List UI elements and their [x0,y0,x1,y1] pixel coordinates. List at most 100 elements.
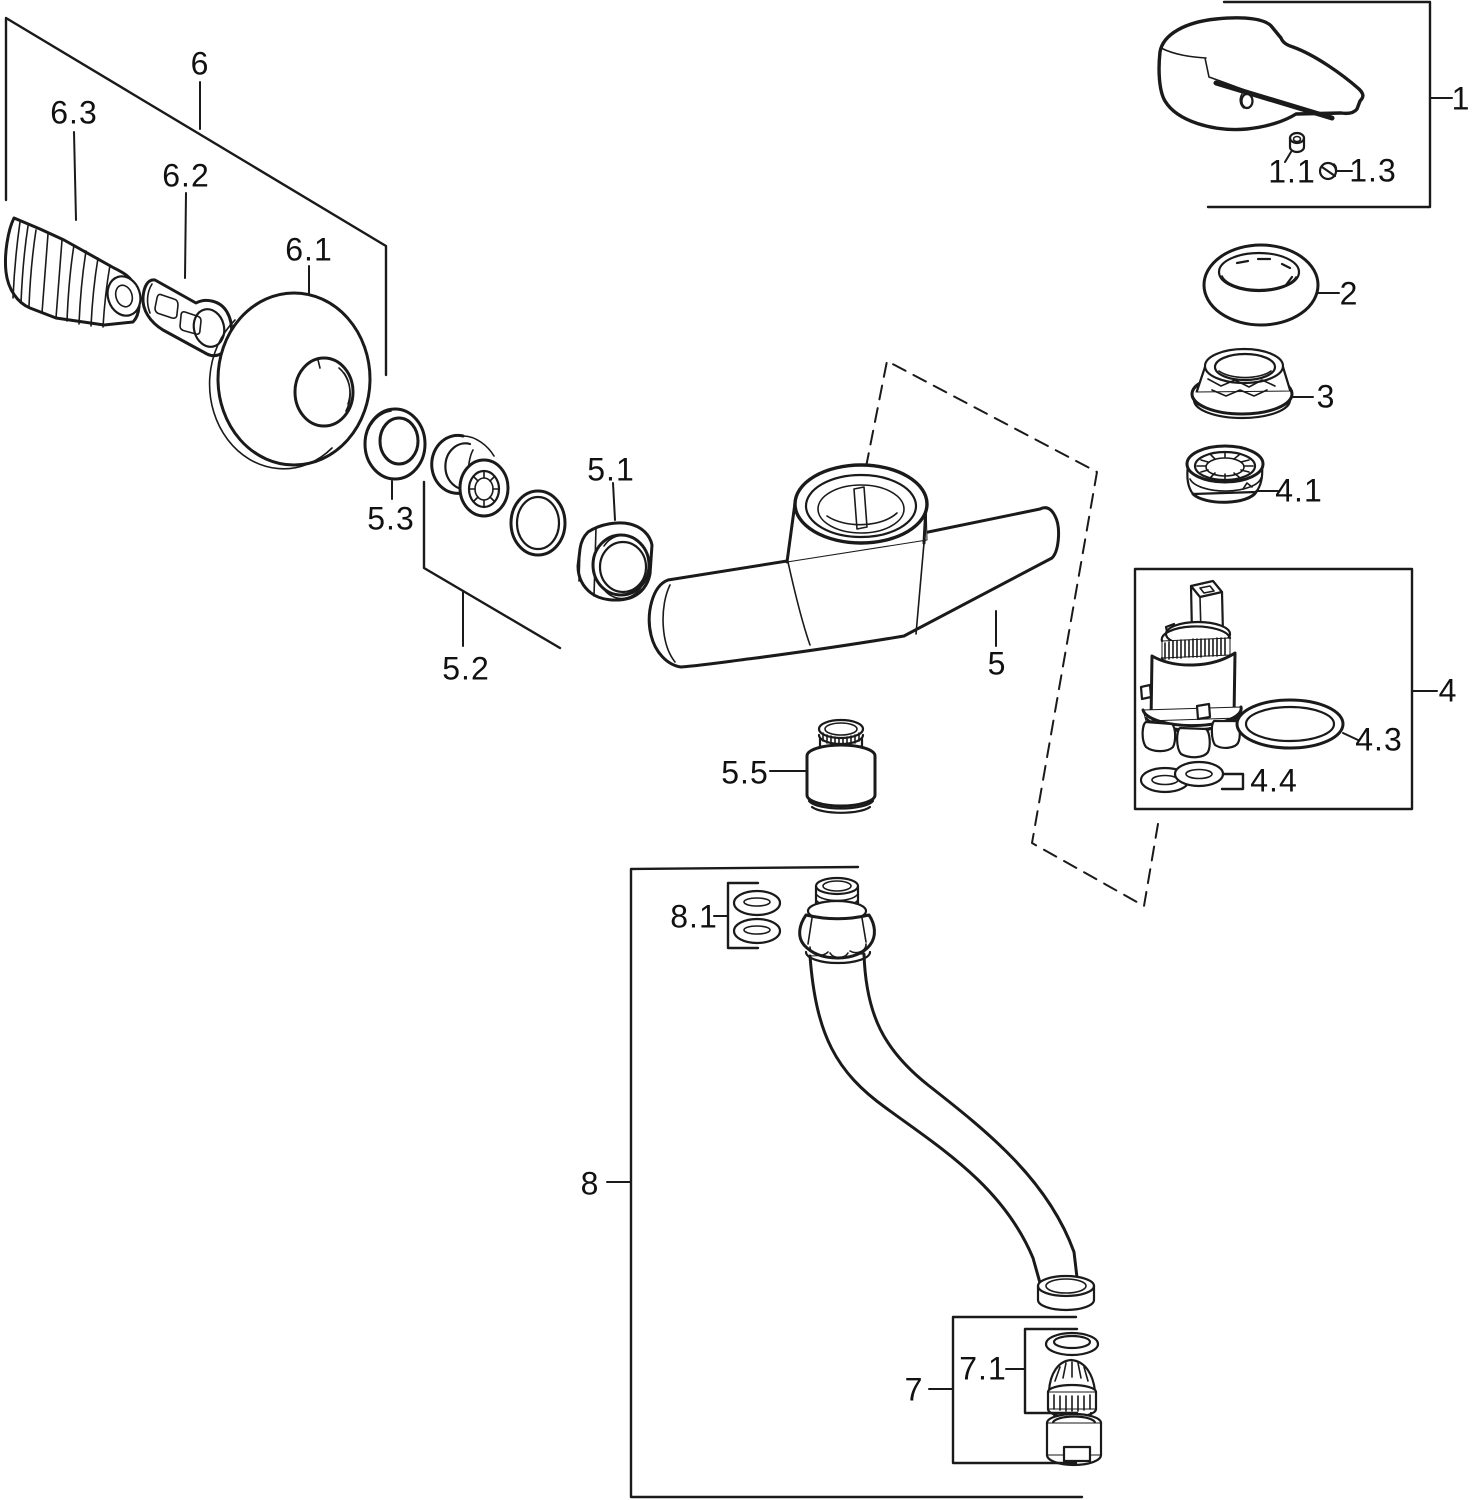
part-5-2-adapter-drawing [430,433,567,557]
aerator-dome-hatch [1054,1361,1089,1382]
part-4-3-oring-drawing [1235,698,1345,750]
handle-slot [1213,80,1335,121]
leader-lines [73,81,1453,1390]
screw-edge [1333,163,1338,173]
label-part-7-1: 7.1 [959,1350,1007,1387]
part-8-1-gaskets-drawing [732,889,782,945]
label-part-5: 5 [987,645,1007,682]
frame-part-1 [1206,0,1432,209]
part-3-lock-nut-drawing [1190,347,1294,420]
part-1-3-screw-drawing [1318,161,1338,181]
leader-4-3 [1342,732,1359,741]
dashed-funnel-line [865,360,1160,907]
adapter-back-flange [430,433,465,495]
bushing-splines [1196,452,1254,490]
frame-part-4 [1133,567,1414,811]
spout-tip-band [1036,1284,1096,1312]
group-frames [4,0,1432,1499]
handle-screw-hole [1240,92,1254,110]
bracket-part-5-2 [422,480,562,650]
bushing-inner-ring [1193,450,1257,482]
label-part-4-3: 4.3 [1355,721,1403,758]
part-5-1-nut-drawing [576,521,654,602]
body-shading [662,542,925,663]
spout-nut [798,913,876,960]
nut-5-1-threads [602,534,644,600]
spout-thread-sides [814,884,860,908]
label-part-6: 6 [190,45,210,82]
handle-screw-hole-tail [1239,93,1245,109]
gasket-top [732,889,782,917]
body-port-rim-inner [804,473,918,539]
washer-right-slit [1185,768,1213,780]
dashed-connector [865,360,1160,907]
gasket-top-slit [743,897,771,907]
gasket-bottom-slit [743,925,771,935]
cover-ring-inner-wall [1221,275,1297,291]
spout-tube-fill [809,953,1079,1291]
part-2-cover-ring-drawing [1202,243,1320,327]
connector-rings [807,799,875,814]
label-part-1-1: 1.1 [1268,153,1316,190]
cartridge-left-notch [1139,683,1153,701]
oring-outer [1235,698,1345,750]
escutcheon-hole [293,356,355,428]
part-6-2-insert-drawing [141,278,233,358]
spout-tube-left-edge [808,954,1044,1292]
bracket-part-7 [951,1315,1078,1465]
label-part-6-3: 6.3 [50,94,98,131]
escutcheon-hole-threads [317,359,351,412]
label-part-1-3: 1.3 [1349,152,1397,189]
label-part-8-1: 8.1 [670,898,718,935]
spout-tube-right-edge [862,952,1080,1288]
nipple-bore-inner [114,284,134,308]
part-7-aerator-drawing [1044,1331,1103,1467]
part-1-handle-drawing [1157,16,1365,132]
label-part-5-3: 5.3 [367,500,415,537]
leader-1-1 [1284,151,1292,163]
spout-nut-facets [807,917,867,959]
label-part-7: 7 [904,1371,924,1408]
label-part-3: 3 [1316,378,1336,415]
adapter-oring-inner [515,495,561,551]
bracket-part-6 [4,16,388,377]
plug-top-hole [1292,135,1302,143]
insert-slot-1 [154,293,179,319]
escutcheon-rim [208,319,333,470]
bushing-bottom-arc [1191,490,1258,504]
adapter-bore-teeth [469,471,499,507]
nut-5-1-bore-inner [598,540,648,594]
cover-ring-ticks [1235,257,1294,287]
body-outline [647,506,1061,669]
label-part-4-1: 4.1 [1275,472,1323,509]
oring-inner [1244,705,1336,743]
aerator-housing-notch [1062,1445,1092,1463]
label-part-6-2: 6.2 [162,157,210,194]
lock-nut-bore-depth [1218,370,1272,379]
aerator-housing-sides [1045,1421,1103,1467]
body-port-divider [853,486,868,530]
spout-nut-bottom [804,950,872,965]
part-1-1-plug-drawing [1288,131,1306,154]
bracket-part-4-4 [1220,772,1245,791]
cartridge-foot-1 [1141,720,1177,753]
lock-nut-bore [1213,352,1277,382]
part-4-cartridge-drawing [1139,579,1243,759]
lock-nut-flange-rim [1192,398,1292,420]
bracket-part-8-1 [726,881,760,950]
handle-outline [1157,16,1365,132]
label-part-6-1: 6.1 [285,231,333,268]
screw-slot [1320,165,1337,178]
part-5-body-drawing [647,463,1061,669]
part-8-spout-drawing [798,876,1096,1312]
cartridge-base-notch [1195,702,1212,721]
aerator-washer-inner [1052,1334,1092,1350]
nipple-bore [106,275,142,317]
spout-thread-top-inner [822,880,852,892]
cartridge-stem-top [1189,579,1224,599]
label-part-5-1: 5.1 [587,451,635,488]
part-4-1-bushing-drawing [1185,444,1265,504]
insert-slot-2 [179,311,202,335]
